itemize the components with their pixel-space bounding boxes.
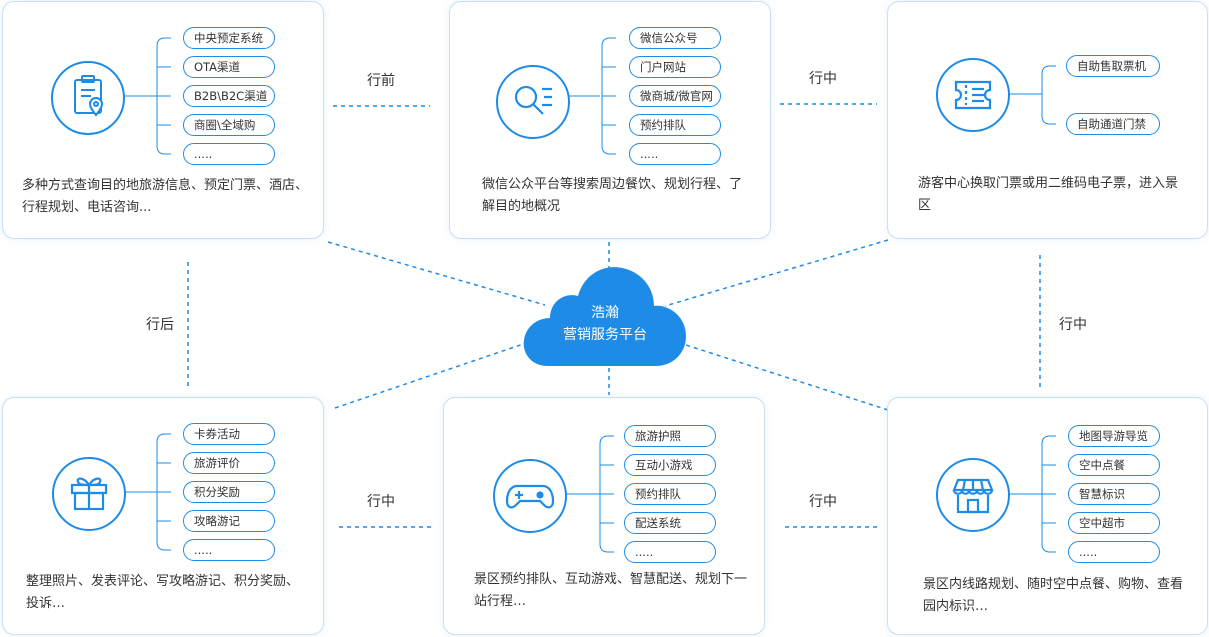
stage-label-bottom-right: 行中 <box>809 494 837 510</box>
card-after-trip: 卡券活动 旅游评价 积分奖励 攻略游记 ..... 整理照片、发表评论、写攻略游… <box>2 397 324 635</box>
store-icon <box>936 458 1010 532</box>
connector-diag-bottom-right <box>685 344 889 411</box>
channel-item: ..... <box>183 143 275 165</box>
channel-item: 微商城/微官网 <box>629 85 721 107</box>
stage-label-right: 行中 <box>1059 317 1087 333</box>
card-description: 游客中心换取门票或用二维码电子票，进入景区 <box>918 176 1179 213</box>
card-description: 微信公众平台等搜索周边餐饮、规划行程、了解目的地概况 <box>482 177 743 214</box>
branch-lines <box>123 37 171 155</box>
connector-diag-top-left <box>327 241 546 306</box>
gamepad-icon <box>493 459 567 533</box>
channel-item: 卡券活动 <box>183 423 275 445</box>
channel-item: 预约排队 <box>629 114 721 136</box>
channel-item: 地图导游导览 <box>1068 425 1160 447</box>
card-description: 景区预约排队、互动游戏、智慧配送、规划下一站行程… <box>474 572 748 609</box>
channel-item: 智慧标识 <box>1068 483 1160 505</box>
gift-icon <box>52 457 126 531</box>
channel-item: ..... <box>1068 541 1160 563</box>
stage-label-top-right: 行中 <box>809 71 837 87</box>
channel-item: 积分奖励 <box>183 481 275 503</box>
ticket-icon <box>936 58 1010 132</box>
channel-item: 旅游护照 <box>624 425 716 447</box>
card-wechat-platform: 微信公众号 门户网站 微商城/微官网 预约排队 ..... 微信公众平台等搜索周… <box>449 1 771 239</box>
card-in-park-services: 地图导游导览 空中点餐 智慧标识 空中超市 ..... 景区内线路规划、随时空中… <box>887 397 1208 635</box>
connector-diag-bottom-left <box>334 339 536 409</box>
channel-item: 中央预定系统 <box>183 27 275 49</box>
channel-item: 空中超市 <box>1068 512 1160 534</box>
branch-lines <box>1008 65 1056 125</box>
channel-item: 微信公众号 <box>629 27 721 49</box>
channel-item: ..... <box>629 143 721 165</box>
channel-item: 空中点餐 <box>1068 454 1160 476</box>
channel-item: 配送系统 <box>624 512 716 534</box>
channel-item: 商圈\全域购 <box>183 114 275 136</box>
channel-item: OTA渠道 <box>183 56 275 78</box>
channel-item: ..... <box>183 539 275 561</box>
channel-item: 互动小游戏 <box>624 454 716 476</box>
connector-diag-top-right <box>664 239 889 307</box>
channel-item: 自助通道门禁 <box>1066 113 1160 135</box>
platform-cloud: 浩瀚 营销服务平台 <box>520 262 690 374</box>
card-search-info: 中央预定系统 OTA渠道 B2B\B2C渠道 商圈\全域购 ..... 多种方式… <box>2 1 324 239</box>
platform-name-line1: 浩瀚 <box>591 305 619 321</box>
stage-label-top-left: 行前 <box>367 73 395 89</box>
clipboard-location-icon <box>51 61 125 135</box>
branch-lines <box>568 37 616 155</box>
branch-lines <box>565 435 614 553</box>
card-description: 多种方式查询目的地旅游信息、预定门票、酒店、行程规划、电话咨询... <box>22 178 309 215</box>
branch-lines <box>1008 435 1056 553</box>
cloud-icon <box>523 267 686 366</box>
stage-label-bottom-left: 行中 <box>367 494 395 510</box>
card-ticket-entry: 自助售取票机 自助通道门禁 游客中心换取门票或用二维码电子票，进入景区 <box>887 1 1208 239</box>
channel-item: 门户网站 <box>629 56 721 78</box>
platform-name-line2: 营销服务平台 <box>563 327 647 343</box>
channel-item: 旅游评价 <box>183 452 275 474</box>
card-description: 景区内线路规划、随时空中点餐、购物、查看园内标识… <box>923 577 1184 614</box>
channel-item: ..... <box>624 541 716 563</box>
channel-item: 攻略游记 <box>183 510 275 532</box>
channel-item: 预约排队 <box>624 483 716 505</box>
channel-item: B2B\B2C渠道 <box>183 85 275 107</box>
card-description: 整理照片、发表评论、写攻略游记、积分奖励、投诉… <box>26 574 300 611</box>
magnifier-list-icon <box>496 65 570 139</box>
stage-label-left: 行后 <box>146 317 174 333</box>
channel-item: 自助售取票机 <box>1066 55 1160 77</box>
branch-lines <box>124 433 171 551</box>
card-scenic-games: 旅游护照 互动小游戏 预约排队 配送系统 ..... 景区预约排队、互动游戏、智… <box>443 397 765 635</box>
